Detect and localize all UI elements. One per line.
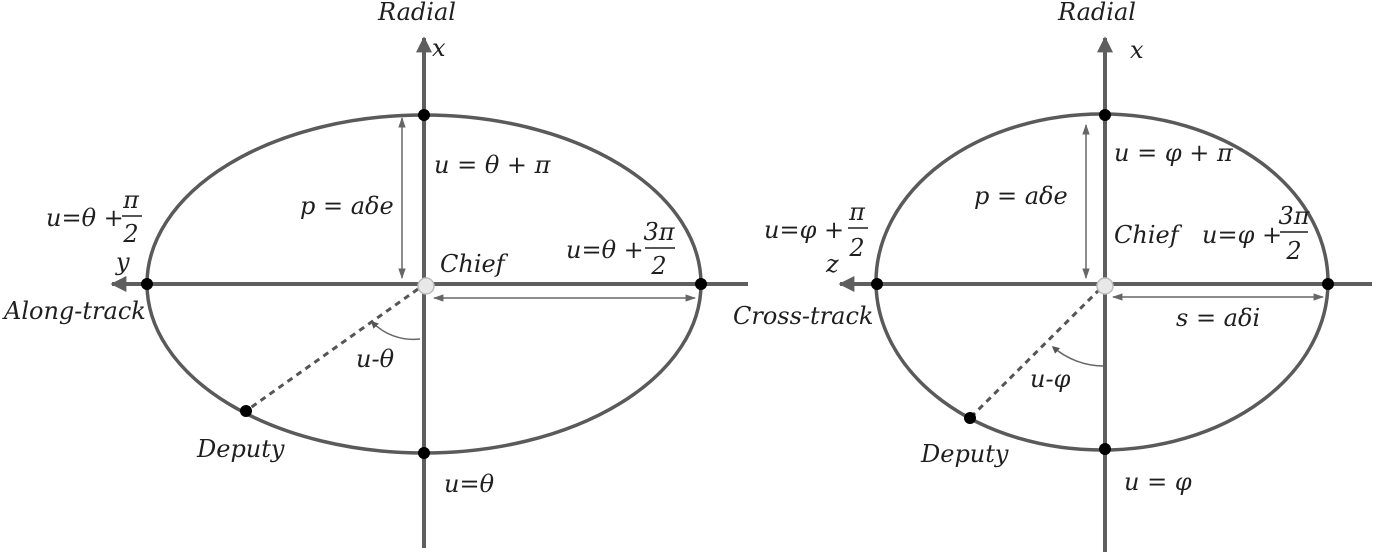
- left-along-track-label: Along-track: [2, 297, 146, 325]
- right-x-label: x: [1130, 36, 1144, 64]
- right-cross-track-label: Cross-track: [733, 302, 873, 330]
- right-right-point-label: u=φ + 3π 2: [1202, 202, 1311, 265]
- right-angle-arc: [1051, 346, 1104, 367]
- left-right-point: [695, 278, 707, 290]
- left-deputy-label: Deputy: [196, 435, 285, 463]
- right-z-label: z: [825, 250, 839, 278]
- right-radial-label: Radial: [1057, 0, 1136, 26]
- right-p-label: p = aδe: [974, 182, 1068, 210]
- right-deputy-label: Deputy: [920, 440, 1009, 468]
- svg-text:2: 2: [848, 234, 864, 262]
- svg-text:2: 2: [650, 252, 666, 280]
- left-y-label: y: [115, 248, 130, 276]
- left-diagram: Radial x y Along-track Chief p = aδe u =…: [2, 0, 748, 548]
- svg-text:u=φ +: u=φ +: [1202, 221, 1282, 249]
- right-bottom-point-label: u = φ: [1124, 468, 1192, 496]
- left-deputy-point: [240, 405, 252, 417]
- left-p-label: p = aδe: [300, 192, 394, 220]
- right-chief-point: [1096, 277, 1114, 295]
- right-s-label: s = aδi: [1176, 304, 1260, 332]
- right-top-point: [1099, 109, 1111, 121]
- left-x-label: x: [432, 34, 446, 62]
- right-left-point: [871, 278, 883, 290]
- svg-text:2: 2: [1285, 237, 1301, 265]
- svg-text:3π: 3π: [643, 218, 675, 246]
- left-bottom-point-label: u=θ: [444, 470, 495, 498]
- left-chief-point: [417, 277, 435, 295]
- svg-text:3π: 3π: [1278, 202, 1310, 230]
- left-top-point-label: u = θ + π: [434, 151, 552, 179]
- left-right-point-label: u=θ + 3π 2: [566, 218, 676, 280]
- svg-text:u=θ +: u=θ +: [46, 204, 124, 232]
- left-deputy-line: [245, 287, 419, 413]
- left-left-point: [141, 278, 153, 290]
- left-top-point: [418, 109, 430, 121]
- left-bottom-point: [418, 447, 430, 459]
- left-angle-label: u-θ: [356, 345, 395, 373]
- right-chief-label: Chief: [1114, 221, 1183, 249]
- right-top-point-label: u = φ + π: [1114, 139, 1234, 167]
- svg-text:π: π: [848, 198, 866, 226]
- left-angle-arc: [370, 320, 421, 341]
- left-radial-label: Radial: [377, 0, 456, 26]
- right-left-point-label: u=φ + π 2: [764, 198, 868, 262]
- svg-text:u=θ +: u=θ +: [566, 236, 644, 264]
- right-angle-label: u-φ: [1030, 365, 1071, 393]
- right-deputy-line: [968, 287, 1102, 420]
- svg-text:u=φ +: u=φ +: [764, 216, 844, 244]
- right-diagram: Radial x z Cross-track Chief p = aδe s =…: [733, 0, 1372, 552]
- left-chief-label: Chief: [440, 250, 509, 278]
- left-left-point-label: u=θ + π 2: [46, 186, 142, 248]
- right-right-point: [1322, 278, 1334, 290]
- right-bottom-point: [1099, 443, 1111, 455]
- right-deputy-point: [964, 412, 976, 424]
- svg-text:2: 2: [122, 220, 138, 248]
- svg-text:π: π: [122, 186, 140, 214]
